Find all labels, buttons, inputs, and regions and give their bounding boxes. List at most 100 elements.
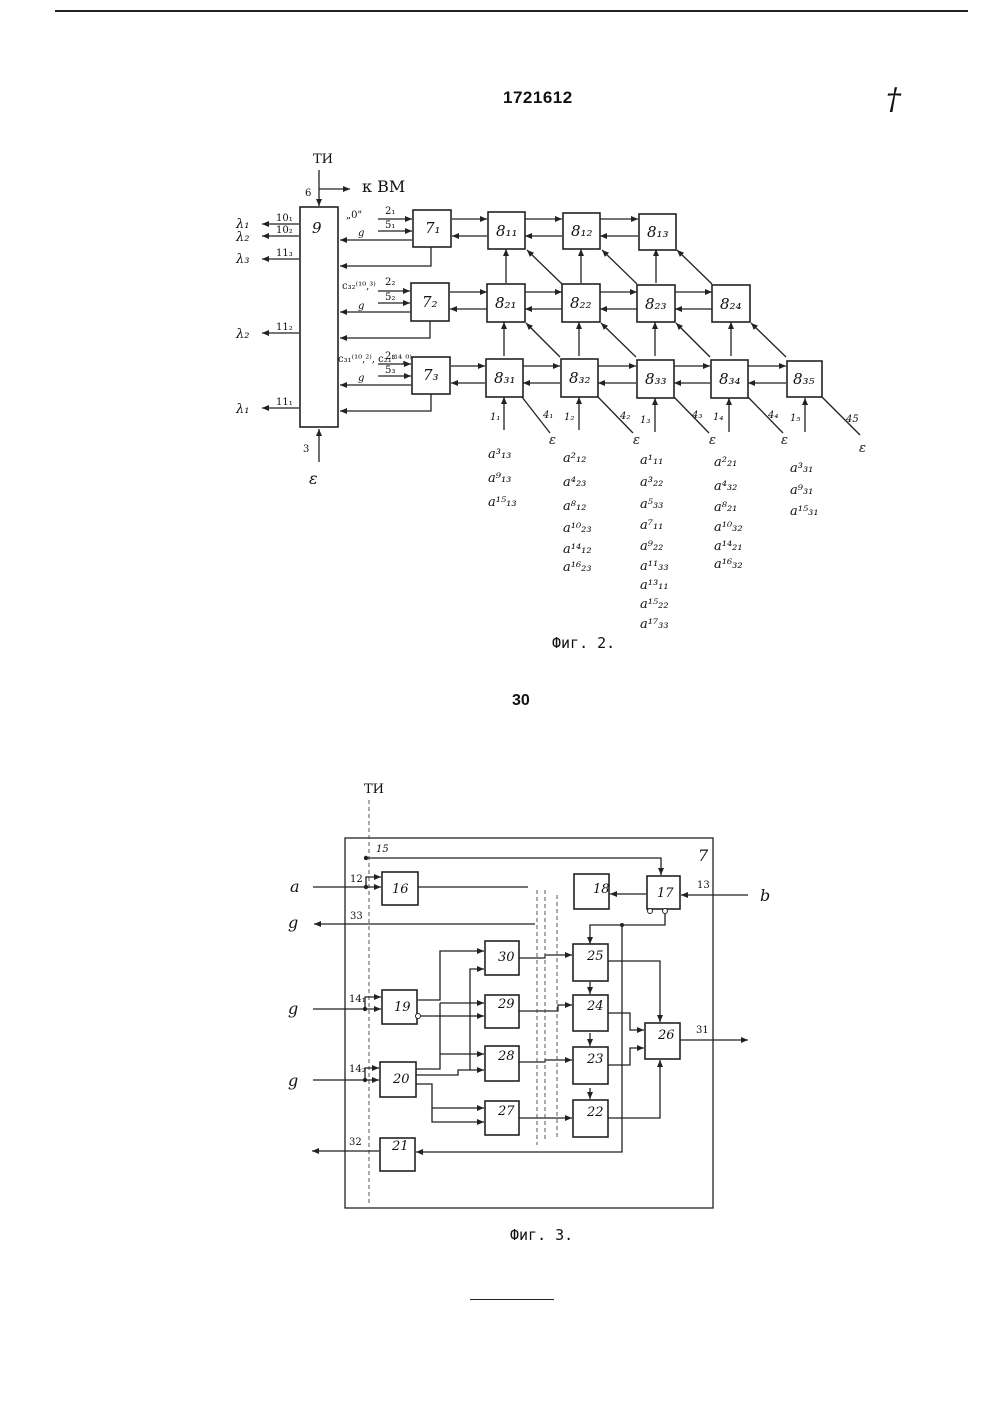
svg-text:b: b: [760, 886, 770, 905]
feedback-to-25: [416, 1140, 622, 1152]
cell-diagonal-links: [522, 250, 860, 435]
block-17-inv-out: [648, 909, 653, 914]
block-22-label: 23: [586, 1052, 604, 1067]
svg-text:a⁷₁₁: a⁷₁₁: [640, 518, 663, 533]
cell-8-35-label: 8₃₅: [793, 370, 815, 388]
svg-text:5₃: 5₃: [385, 365, 395, 376]
svg-text:4₄: 4₄: [767, 410, 778, 421]
block-17-label: 17: [657, 886, 674, 901]
svg-text:5₂: 5₂: [385, 292, 395, 303]
svg-text:a: a: [290, 877, 300, 896]
control-block-label: 9: [312, 219, 322, 237]
cell-8-21-label: 8₂₁: [495, 294, 517, 312]
block-23-label: 24: [586, 999, 604, 1014]
input-sequence-col-2: a²₁₂ a⁴₂₃ a⁸₁₂ a¹⁰₂₃ a¹⁴₁₂ a¹⁶₂₃: [563, 451, 592, 575]
svg-text:„0": „0": [346, 210, 362, 221]
cell-8-24-label: 8₂₄: [720, 295, 742, 313]
svg-text:4₂: 4₂: [619, 411, 630, 422]
cell-8-33-label: 8₃₃: [645, 370, 667, 388]
svg-text:2₁: 2₁: [385, 206, 395, 217]
svg-text:a⁸₂₁: a⁸₂₁: [714, 500, 737, 515]
output-33: g 33: [288, 911, 535, 932]
row-block-7-1-label: 7₁: [425, 219, 441, 237]
block-19-label: 19: [394, 1000, 411, 1015]
svg-text:a¹⁴₁₂: a¹⁴₁₂: [563, 542, 592, 557]
svg-text:ε: ε: [859, 441, 866, 456]
block-26-label: 26: [657, 1028, 675, 1043]
svg-text:g: g: [288, 1071, 298, 1090]
svg-text:a¹³₁₁: a¹³₁₁: [640, 578, 669, 593]
svg-text:a¹⁵₂₂: a¹⁵₂₂: [640, 597, 669, 612]
ti-label: ТИ: [364, 782, 384, 797]
cell-8-32-label: 8₃₂: [569, 369, 591, 387]
svg-text:a³₂₂: a³₂₂: [640, 475, 663, 490]
svg-text:λ₂: λ₂: [235, 327, 249, 342]
cell-8-13-label: 8₁₃: [647, 223, 669, 241]
svg-text:14₁: 14₁: [349, 994, 366, 1005]
svg-text:a¹⁰₃₂: a¹⁰₃₂: [714, 520, 743, 535]
input-sequence-col-5: a³₃₁ a⁹₃₁ a¹⁵₃₁: [790, 461, 819, 519]
bus-15: 15: [364, 844, 661, 875]
input-a: a 12: [290, 874, 381, 896]
svg-text:2₃: 2₃: [385, 351, 395, 362]
input-b: b 13: [681, 880, 770, 905]
svg-text:32: 32: [349, 1137, 362, 1148]
block-24-label: 25: [586, 949, 604, 964]
fig3-diagram: 7 ТИ 15 a 12 16 b 13 17: [288, 782, 770, 1208]
svg-text:45: 45: [845, 414, 859, 425]
block-30-label: 30: [498, 950, 515, 965]
svg-text:a¹₁₁: a¹₁₁: [640, 453, 663, 468]
svg-text:a¹⁵₃₁: a¹⁵₃₁: [790, 504, 819, 519]
block-28-label: 28: [497, 1049, 515, 1064]
svg-text:1₃: 1₃: [640, 415, 650, 426]
row-block-7-3-label: 7₃: [423, 366, 439, 384]
block-29-label: 29: [497, 997, 515, 1012]
svg-text:ε: ε: [781, 433, 788, 448]
svg-text:15: 15: [376, 844, 389, 855]
svg-text:5₁: 5₁: [385, 220, 395, 231]
input-g-14-1: g 14₁: [288, 994, 381, 1018]
svg-text:a¹⁶₃₂: a¹⁶₃₂: [714, 557, 743, 572]
svg-text:10₁: 10₁: [276, 213, 293, 224]
input-sequence-col-3: a¹₁₁ a³₂₂ a⁵₃₃ a⁷₁₁ a⁹₂₂ a¹¹₃₃ a¹³₁₁ a¹⁵…: [640, 453, 669, 632]
svg-text:λ₂: λ₂: [235, 230, 249, 245]
row-block-7-2-label: 7₂: [422, 293, 438, 311]
svg-text:a⁸₁₂: a⁸₁₂: [563, 499, 586, 514]
left-output-5: λ₁ 11₁: [235, 397, 299, 417]
block-27-label: 27: [497, 1104, 515, 1119]
input-g-14-2: g 14₂: [288, 1064, 379, 1090]
svg-text:2₂: 2₂: [385, 277, 395, 288]
vm-output-label: к ВМ: [362, 177, 405, 196]
input-sequence-col-4: a²₂₁ a⁴₃₂ a⁸₂₁ a¹⁰₃₂ a¹⁴₂₁ a¹⁶₃₂: [714, 455, 743, 572]
svg-text:a⁵₃₃: a⁵₃₃: [640, 497, 663, 512]
svg-text:a²₁₂: a²₁₂: [563, 451, 586, 466]
bottom-pin-labels: 1₁ 4₁ 1₂ 4₂ 1₃ 4₃ 1₄ 4₄ 1₅ 45 ε ε ε ε ε: [490, 410, 866, 456]
svg-text:14₂: 14₂: [349, 1064, 366, 1075]
svg-text:a¹⁰₂₃: a¹⁰₂₃: [563, 521, 592, 536]
block-21-label: 22: [586, 1105, 604, 1120]
ti-input-label: ТИ: [313, 152, 333, 167]
cell-8-12-label: 8₁₂: [571, 222, 593, 240]
svg-text:c₃₂⁽¹⁰,³⁾: c₃₂⁽¹⁰,³⁾: [342, 281, 376, 292]
svg-text:10₂: 10₂: [276, 225, 293, 236]
decoder-wires: [416, 951, 484, 1122]
svg-text:a³₃₁: a³₃₁: [790, 461, 813, 476]
svg-text:a¹¹₃₃: a¹¹₃₃: [640, 559, 669, 574]
cell-8-11-label: 8₁₁: [496, 222, 518, 240]
output-31: 31: [680, 1025, 748, 1040]
svg-text:g: g: [288, 999, 298, 1018]
frame-7-label: 7: [698, 846, 709, 865]
svg-text:1₄: 1₄: [713, 412, 723, 423]
block-17-inv-out-2: [663, 909, 668, 914]
svg-text:a¹⁶₂₃: a¹⁶₂₃: [563, 560, 592, 575]
svg-text:12: 12: [350, 874, 363, 885]
svg-text:a⁹₂₂: a⁹₂₂: [640, 539, 663, 554]
svg-text:a²₂₁: a²₂₁: [714, 455, 737, 470]
svg-text:11₃: 11₃: [276, 248, 293, 259]
svg-text:a¹⁴₂₁: a¹⁴₂₁: [714, 539, 743, 554]
top-pin-label: 6: [305, 188, 311, 199]
svg-text:11₁: 11₁: [276, 397, 293, 408]
svg-text:1₂: 1₂: [564, 412, 574, 423]
block-18-label: 18: [593, 882, 610, 897]
svg-text:a¹⁵₁₃: a¹⁵₁₃: [488, 495, 517, 510]
